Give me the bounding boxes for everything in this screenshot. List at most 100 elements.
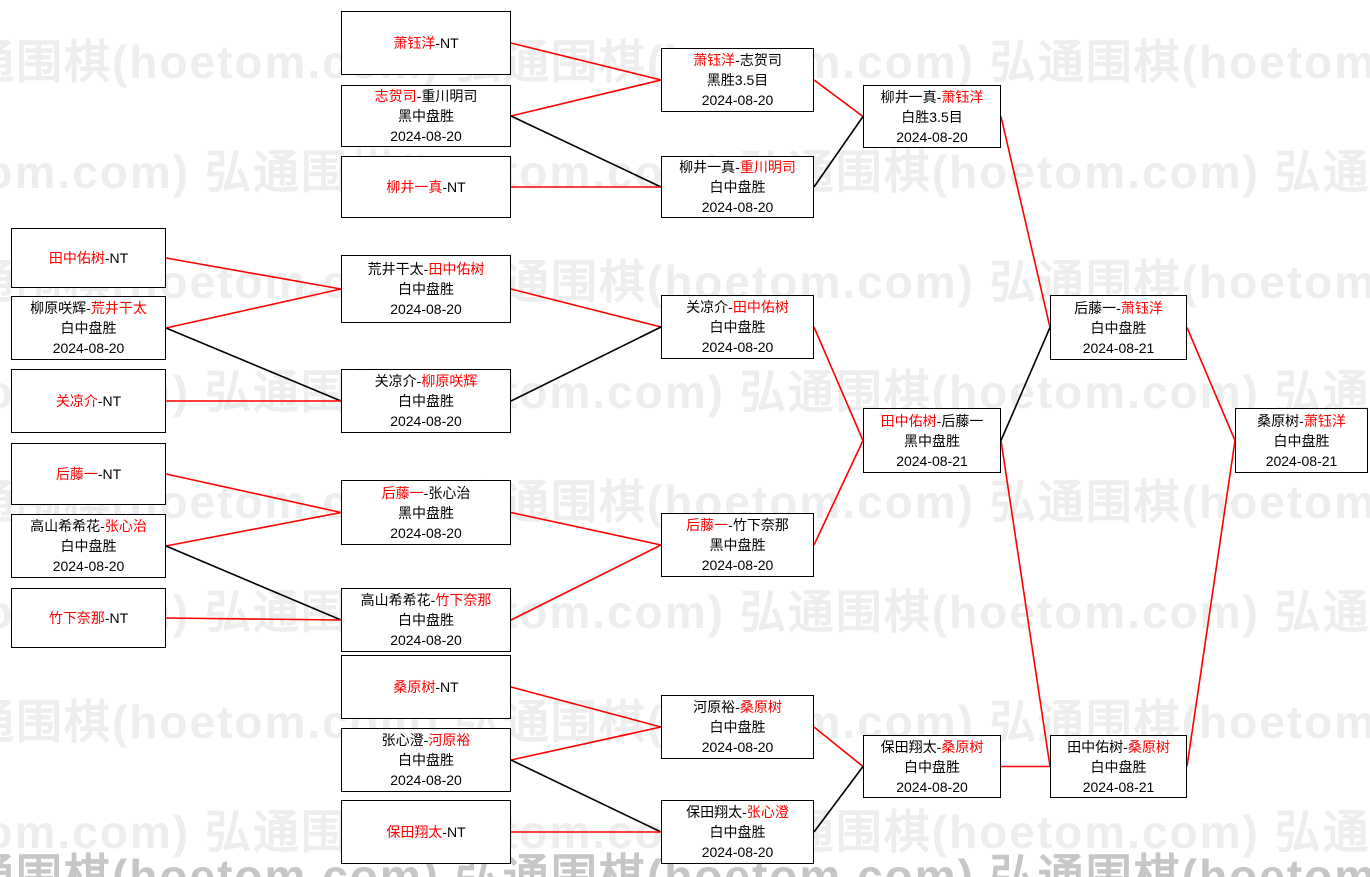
match-players: 萧钰洋-NT	[393, 33, 458, 53]
match-date: 2024-08-21	[896, 452, 968, 469]
match-box: 后藤一-NT	[11, 443, 166, 505]
player2-name: 桑原树	[1127, 738, 1170, 755]
match-date: 2024-08-20	[390, 632, 462, 648]
match-result: 白中盘胜	[1273, 432, 1330, 449]
connector-line-black	[165, 545, 342, 621]
player2-name: 河原裕	[428, 732, 471, 748]
match-players: 柳井一真-NT	[386, 177, 465, 197]
vs-dash: -	[423, 732, 429, 748]
match-date: 2024-08-20	[52, 558, 125, 574]
match-players: 竹下奈那-NT	[49, 608, 128, 628]
player1-name: 关凉介	[686, 299, 729, 315]
match-players: 张心澄-河原裕	[382, 730, 471, 750]
match-players: 保田翔太-NT	[386, 822, 465, 842]
match-players: 荒井干太-田中佑树	[368, 259, 485, 279]
match-players: 田中佑树-NT	[49, 248, 128, 268]
match-box: 田中佑树-后藤一 黑中盘胜 2024-08-21	[863, 408, 1001, 473]
player1-name: 桑原树	[393, 679, 436, 695]
connector-line-red	[510, 511, 662, 546]
match-box: 柳井一真-重川明司 白中盘胜 2024-08-20	[661, 156, 814, 218]
connector-line-red	[510, 79, 662, 117]
connector-line-red	[1000, 440, 1051, 767]
connector-line-black	[510, 326, 662, 402]
connector-line-red	[510, 42, 662, 81]
match-result: 黑胜3.5目	[706, 72, 769, 88]
player1-name: 后藤一	[381, 484, 424, 501]
connector-line-red	[510, 544, 662, 621]
player2-name: NT	[447, 824, 466, 840]
vs-dash: -	[442, 179, 447, 195]
connector-line-red	[510, 686, 662, 728]
match-players: 志贺司-重川明司	[375, 86, 478, 106]
connector-line-red	[813, 326, 864, 441]
match-players: 关凉介-NT	[56, 391, 121, 411]
vs-dash: -	[97, 393, 103, 409]
player2-name: 萧钰洋	[1303, 412, 1346, 429]
match-box: 柳井一真-萧钰洋 白胜3.5目 2024-08-20	[863, 85, 1001, 148]
vs-dash: -	[728, 517, 733, 533]
match-result: 白中盘胜	[709, 824, 766, 840]
connector-line-red	[165, 617, 342, 621]
connector-line-red	[165, 473, 342, 514]
vs-dash: -	[100, 518, 105, 534]
player1-name: 保田翔太	[880, 738, 937, 755]
player1-name: 保田翔太	[686, 804, 743, 820]
match-result: 白中盘胜	[709, 719, 766, 735]
match-date: 2024-08-20	[390, 301, 462, 317]
match-result: 白中盘胜	[1090, 319, 1147, 336]
connector-line-black	[813, 766, 864, 833]
match-players: 保田翔太-张心澄	[686, 802, 789, 822]
match-date: 2024-08-20	[896, 128, 968, 145]
match-date: 2024-08-21	[1265, 452, 1338, 469]
match-date: 2024-08-20	[701, 844, 774, 860]
match-players: 柳井一真-重川明司	[679, 157, 796, 177]
vs-dash: -	[1123, 738, 1128, 755]
vs-dash: -	[1299, 412, 1304, 429]
player2-name: 张心治	[428, 484, 471, 501]
match-date: 2024-08-20	[701, 339, 774, 355]
player2-name: 张心澄	[746, 804, 789, 820]
connector-line-black	[1000, 327, 1051, 441]
player2-name: 重川明司	[739, 159, 796, 175]
match-box: 志贺司-重川明司 黑中盘胜 2024-08-20	[341, 85, 511, 147]
watermark-row: 弘通围棋(hoetom.com) 弘通围棋(hoetom.com) 弘通围棋(h…	[0, 366, 1370, 418]
player1-name: 后藤一	[55, 466, 98, 482]
player1-name: 柳井一真	[880, 88, 937, 105]
vs-dash: -	[430, 592, 436, 608]
player2-name: 后藤一	[941, 412, 984, 429]
connector-line-red	[510, 726, 662, 761]
match-players: 桑原树-萧钰洋	[1257, 411, 1346, 431]
player2-name: 桑原树	[941, 738, 984, 755]
match-players: 后藤一-萧钰洋	[1074, 298, 1163, 318]
player1-name: 柳井一真	[679, 159, 736, 175]
vs-dash: -	[104, 610, 110, 626]
match-box: 张心澄-河原裕 白中盘胜 2024-08-20	[341, 728, 511, 792]
vs-dash: -	[735, 52, 740, 68]
player1-name: 萧钰洋	[693, 52, 736, 68]
match-date: 2024-08-20	[390, 413, 462, 429]
vs-dash: -	[936, 88, 942, 105]
match-players: 高山希希花-张心治	[30, 516, 147, 536]
watermark-row: 弘通围棋(hoetom.com) 弘通围棋(hoetom.com) 弘通围棋(h…	[0, 586, 1370, 638]
player2-name: 荒井干太	[90, 300, 147, 316]
match-box: 高山希希花-竹下奈那 白中盘胜 2024-08-20	[341, 588, 511, 652]
vs-dash: -	[442, 824, 447, 840]
connector-line-black	[813, 116, 864, 188]
vs-dash: -	[936, 412, 942, 429]
match-players: 保田翔太-桑原树	[881, 737, 984, 757]
match-date: 2024-08-20	[701, 92, 774, 108]
player1-name: 张心澄	[381, 732, 424, 748]
player2-name: NT	[102, 466, 122, 482]
match-players: 后藤一-竹下奈那	[686, 515, 789, 535]
player2-name: NT	[447, 179, 466, 195]
match-box: 保田翔太-桑原树 白中盘胜 2024-08-20	[863, 735, 1001, 798]
player1-name: 后藤一	[1074, 299, 1117, 316]
match-result: 白中盘胜	[709, 319, 766, 335]
match-box: 后藤一-张心治 黑中盘胜 2024-08-20	[341, 480, 511, 545]
player1-name: 志贺司	[374, 88, 417, 104]
match-result: 白中盘胜	[398, 752, 454, 768]
vs-dash: -	[97, 466, 103, 482]
vs-dash: -	[1116, 299, 1121, 316]
